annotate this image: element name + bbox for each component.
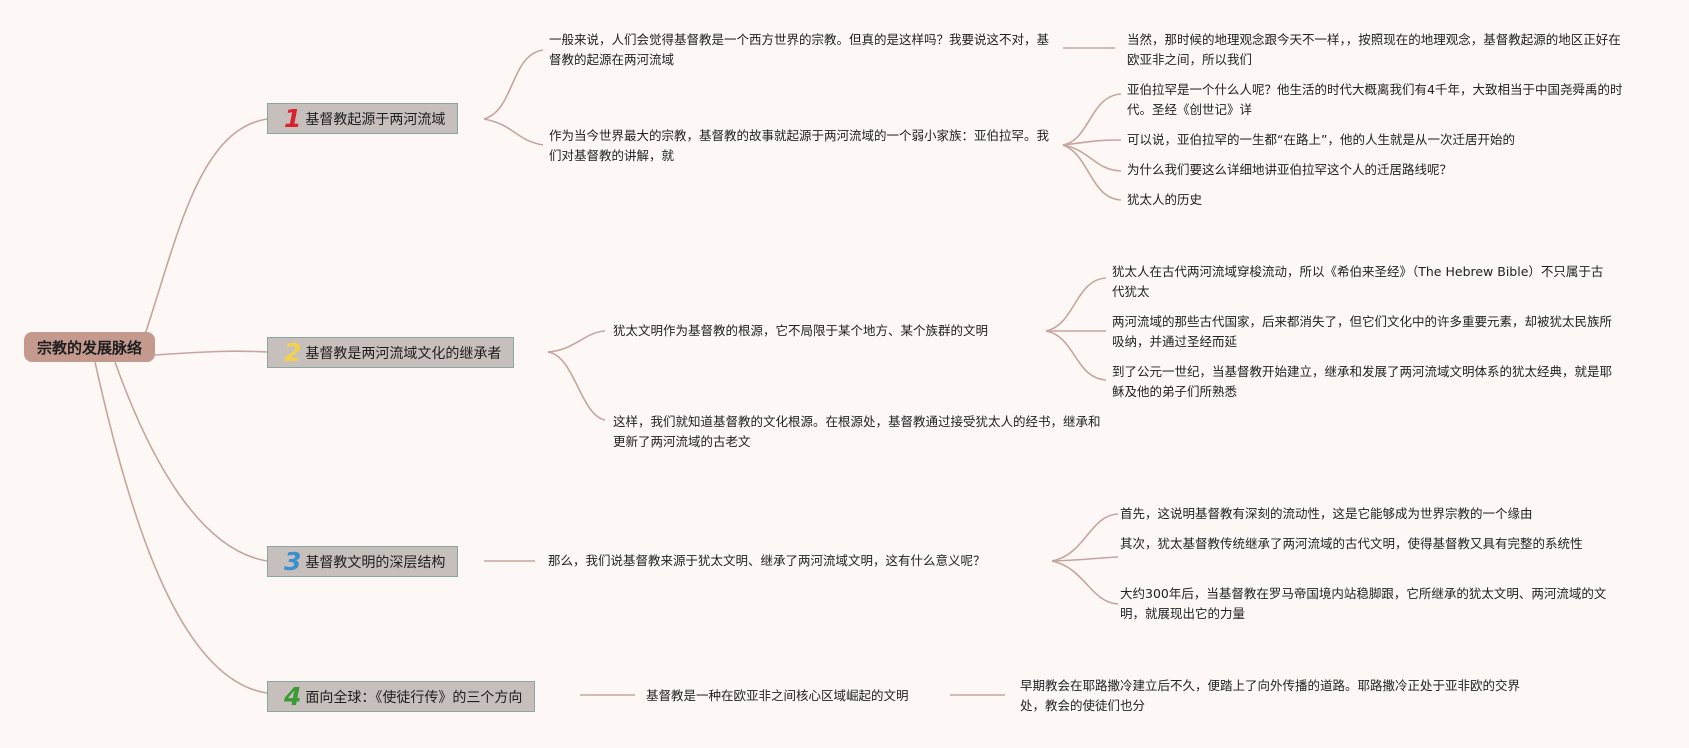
link-root-b3: [114, 361, 268, 562]
link-b1c2-g3: [1062, 144, 1122, 172]
main-node-4[interactable]: 4 面向全球：《使徒行传》的三个方向: [267, 681, 536, 712]
leaf-node-1-2-3[interactable]: 为什么我们要这么详细地讲亚伯拉罕这个人的迁居路线呢？: [1127, 162, 1453, 177]
child-node-1-1[interactable]: 一般来说，人们会觉得基督教是一个西方世界的宗教。但真的是这样吗？我要说这不对，基…: [549, 32, 1050, 67]
child-node-4-1[interactable]: 基督教是一种在欧亚非之间核心区域崛起的文明: [646, 688, 909, 703]
main-node-3[interactable]: 3 基督教文明的深层结构: [267, 546, 459, 577]
link-root-b1: [139, 118, 268, 350]
leaf-node-1-2-2[interactable]: 可以说，亚伯拉罕的一生都“在路上”，他的人生就是从一次迁居开始的: [1127, 132, 1515, 147]
child-node-2-1[interactable]: 犹太文明作为基督教的根源，它不局限于某个地方、某个族群的文明: [613, 323, 989, 338]
number-badge-3: 3: [284, 547, 302, 576]
link-b1-c1: [483, 49, 544, 120]
link-b3c1-g3: [1051, 560, 1119, 605]
leaf-node-3-1-3[interactable]: 大约300年后，当基督教在罗马帝国境内站稳脚跟，它所继承的犹太文明、两河流域的文…: [1120, 586, 1607, 621]
leaf-node-3-1-2[interactable]: 其次，犹太基督教传统继承了两河流域的古代文明，使得基督教又具有完整的系统性: [1120, 536, 1583, 551]
leaf-node-2-1-2[interactable]: 两河流域的那些古代国家，后来都消失了，但它们文化中的许多重要元素，却被犹太民族所…: [1112, 314, 1613, 349]
leaf-node-1-2-4[interactable]: 犹太人的历史: [1127, 192, 1203, 207]
link-b1c2-g4: [1062, 144, 1122, 201]
leaf-node-4-1-1[interactable]: 早期教会在耶路撒冷建立后不久，便踏上了向外传播的道路。耶路撒冷正处于亚非欧的交界…: [1020, 678, 1521, 713]
link-b3c1-g2: [1051, 556, 1119, 562]
leaf-node-1-2-1[interactable]: 亚伯拉罕是一个什么人呢？他生活的时代大概离我们有4千年，大致相当于中国尧舜禹的时…: [1127, 82, 1623, 117]
main-node-2[interactable]: 2 基督教是两河流域文化的继承者: [267, 337, 515, 368]
number-badge-4: 4: [284, 682, 302, 711]
leaf-node-2-1-1[interactable]: 犹太人在古代两河流域穿梭流动，所以《希伯来圣经》（The Hebrew Bibl…: [1112, 264, 1604, 299]
link-b2c1-g1: [1045, 277, 1107, 332]
link-b2-c1: [547, 330, 606, 353]
link-b2-c2: [547, 351, 606, 421]
main-node-label: 基督教是两河流域文化的继承者: [305, 345, 502, 362]
link-b1-c2: [483, 118, 544, 146]
main-node-label: 面向全球：《使徒行传》的三个方向: [305, 689, 523, 706]
link-b1c2-g1: [1062, 93, 1122, 146]
link-b1c2-g2: [1062, 139, 1122, 146]
link-b2c1-g3: [1045, 330, 1107, 381]
leaf-node-1-1-1[interactable]: 当然，那时候的地理观念跟今天不一样，，按照现在的地理观念，基督教起源的地区正好在…: [1127, 32, 1621, 67]
main-node-label: 基督教文明的深层结构: [305, 554, 446, 571]
link-root-b4: [94, 361, 268, 694]
main-node-1[interactable]: 1 基督教起源于两河流域: [267, 103, 459, 134]
main-node-label: 基督教起源于两河流域: [305, 111, 446, 128]
number-badge-2: 2: [284, 338, 302, 367]
leaf-node-2-1-3[interactable]: 到了公元一世纪，当基督教开始建立，继承和发展了两河流域文明体系的犹太经典，就是耶…: [1112, 364, 1613, 399]
link-b3c1-g1: [1051, 513, 1119, 562]
child-node-3-1[interactable]: 那么，我们说基督教来源于犹太文明、继承了两河流域文明，这有什么意义呢？: [548, 553, 986, 568]
root-node[interactable]: 宗教的发展脉络: [24, 332, 155, 362]
link-root-b2: [154, 350, 268, 356]
child-node-2-2[interactable]: 这样，我们就知道基督教的文化根源。在根源处，基督教通过接受犹太人的经书，继承和更…: [613, 414, 1101, 449]
leaf-node-3-1-1[interactable]: 首先，这说明基督教有深刻的流动性，这是它能够成为世界宗教的一个缘由: [1120, 506, 1533, 521]
number-badge-1: 1: [284, 104, 302, 133]
child-node-1-2[interactable]: 作为当今世界最大的宗教，基督教的故事就起源于两河流域的一个弱小家族：亚伯拉罕。我…: [549, 128, 1050, 163]
